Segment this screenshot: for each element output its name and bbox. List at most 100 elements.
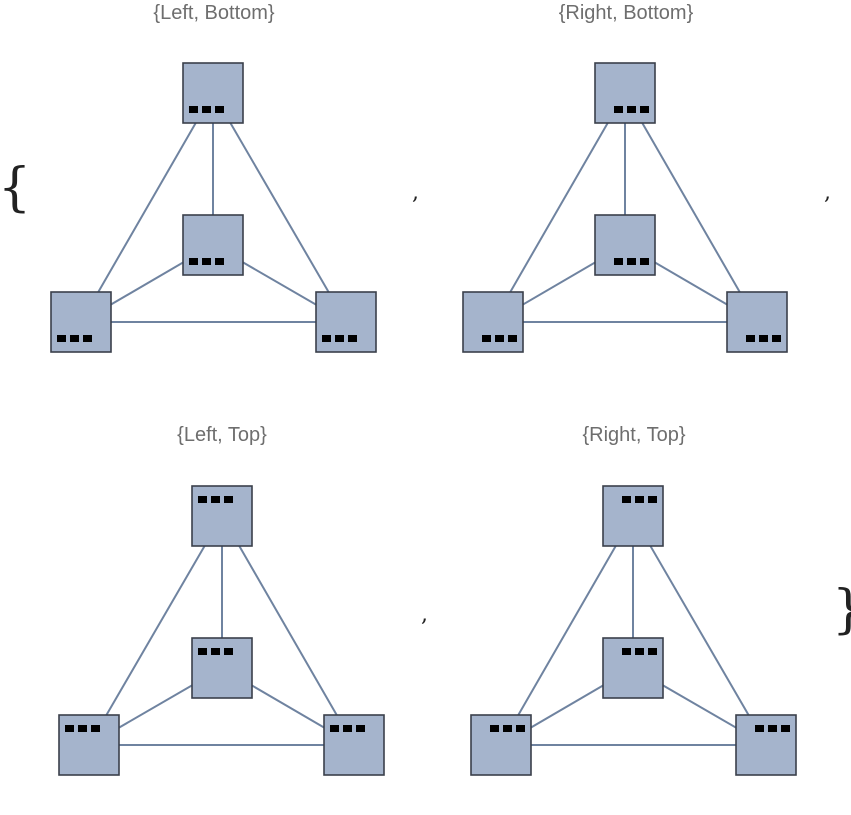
node-label-square — [759, 335, 768, 342]
edge-top-bottom-right — [624, 92, 758, 323]
node-center — [602, 637, 664, 699]
node-bottom-left — [58, 714, 120, 776]
panel-caption-right-bottom: {Right, Bottom} — [558, 2, 694, 24]
node-label-square — [335, 335, 344, 342]
node-label-square — [198, 648, 207, 655]
node-label-square — [83, 335, 92, 342]
node-box — [323, 714, 385, 776]
node-bottom-right — [735, 714, 797, 776]
node-label-square — [648, 496, 657, 503]
separator-comma-2: , — [824, 180, 831, 205]
node-label-square — [215, 106, 224, 113]
node-label-square — [503, 725, 512, 732]
node-label-square — [330, 725, 339, 732]
node-label-square — [516, 725, 525, 732]
node-bottom-left — [50, 291, 112, 353]
graph-panel-right-top — [470, 485, 797, 776]
node-box — [182, 214, 244, 276]
node-label-square — [356, 725, 365, 732]
node-label-square — [640, 106, 649, 113]
node-box — [58, 714, 120, 776]
node-bottom-left — [470, 714, 532, 776]
node-box — [191, 485, 253, 547]
node-label-square — [482, 335, 491, 342]
node-box — [462, 291, 524, 353]
node-box — [594, 214, 656, 276]
node-box — [191, 637, 253, 699]
separator-comma-3: , — [421, 602, 428, 627]
node-label-square — [495, 335, 504, 342]
node-label-square — [635, 648, 644, 655]
node-label-square — [348, 335, 357, 342]
node-label-square — [755, 725, 764, 732]
graph-panel-right-bottom — [462, 62, 788, 353]
node-label-square — [627, 258, 636, 265]
node-label-square — [57, 335, 66, 342]
node-label-square — [627, 106, 636, 113]
node-label-square — [635, 496, 644, 503]
node-bottom-left — [462, 291, 524, 353]
graph-panel-left-bottom — [50, 62, 377, 353]
node-label-square — [91, 725, 100, 732]
node-label-square — [640, 258, 649, 265]
edge-top-bottom-right — [221, 515, 355, 746]
node-label-square — [189, 106, 198, 113]
edge-top-bottom-right — [632, 515, 767, 746]
node-label-square — [781, 725, 790, 732]
node-center — [191, 637, 253, 699]
edge-top-bottom-left — [88, 515, 223, 746]
edge-top-bottom-right — [212, 92, 347, 323]
node-label-square — [211, 648, 220, 655]
node-top — [594, 62, 656, 124]
node-label-square — [70, 335, 79, 342]
edge-top-bottom-left — [492, 92, 626, 323]
node-label-square — [622, 648, 631, 655]
panel-caption-left-top: {Left, Top} — [177, 424, 267, 446]
node-center — [182, 214, 244, 276]
node-label-square — [65, 725, 74, 732]
node-box — [594, 62, 656, 124]
node-label-square — [343, 725, 352, 732]
close-brace: } — [832, 580, 851, 640]
node-center — [594, 214, 656, 276]
node-bottom-right — [726, 291, 788, 353]
node-box — [470, 714, 532, 776]
node-label-square — [490, 725, 499, 732]
node-box — [735, 714, 797, 776]
panel-caption-right-top: {Right, Top} — [582, 424, 686, 446]
node-label-square — [224, 496, 233, 503]
node-box — [726, 291, 788, 353]
node-top — [191, 485, 253, 547]
node-bottom-right — [315, 291, 377, 353]
node-label-square — [622, 496, 631, 503]
node-label-square — [202, 106, 211, 113]
node-label-square — [211, 496, 220, 503]
node-label-square — [322, 335, 331, 342]
node-bottom-right — [323, 714, 385, 776]
node-box — [50, 291, 112, 353]
node-label-square — [224, 648, 233, 655]
panel-caption-left-bottom: {Left, Bottom} — [153, 2, 275, 24]
node-label-square — [508, 335, 517, 342]
node-label-square — [189, 258, 198, 265]
node-label-square — [198, 496, 207, 503]
separator-comma-1: , — [412, 180, 419, 205]
node-box — [315, 291, 377, 353]
edge-top-bottom-left — [80, 92, 214, 323]
graph-panel-left-top — [58, 485, 385, 776]
node-box — [602, 485, 664, 547]
node-box — [602, 637, 664, 699]
node-label-square — [614, 106, 623, 113]
node-label-square — [772, 335, 781, 342]
node-top — [182, 62, 244, 124]
node-label-square — [648, 648, 657, 655]
node-top — [602, 485, 664, 547]
node-label-square — [768, 725, 777, 732]
node-label-square — [78, 725, 87, 732]
open-brace: { — [0, 158, 32, 218]
node-box — [182, 62, 244, 124]
node-label-square — [614, 258, 623, 265]
node-label-square — [746, 335, 755, 342]
node-label-square — [215, 258, 224, 265]
